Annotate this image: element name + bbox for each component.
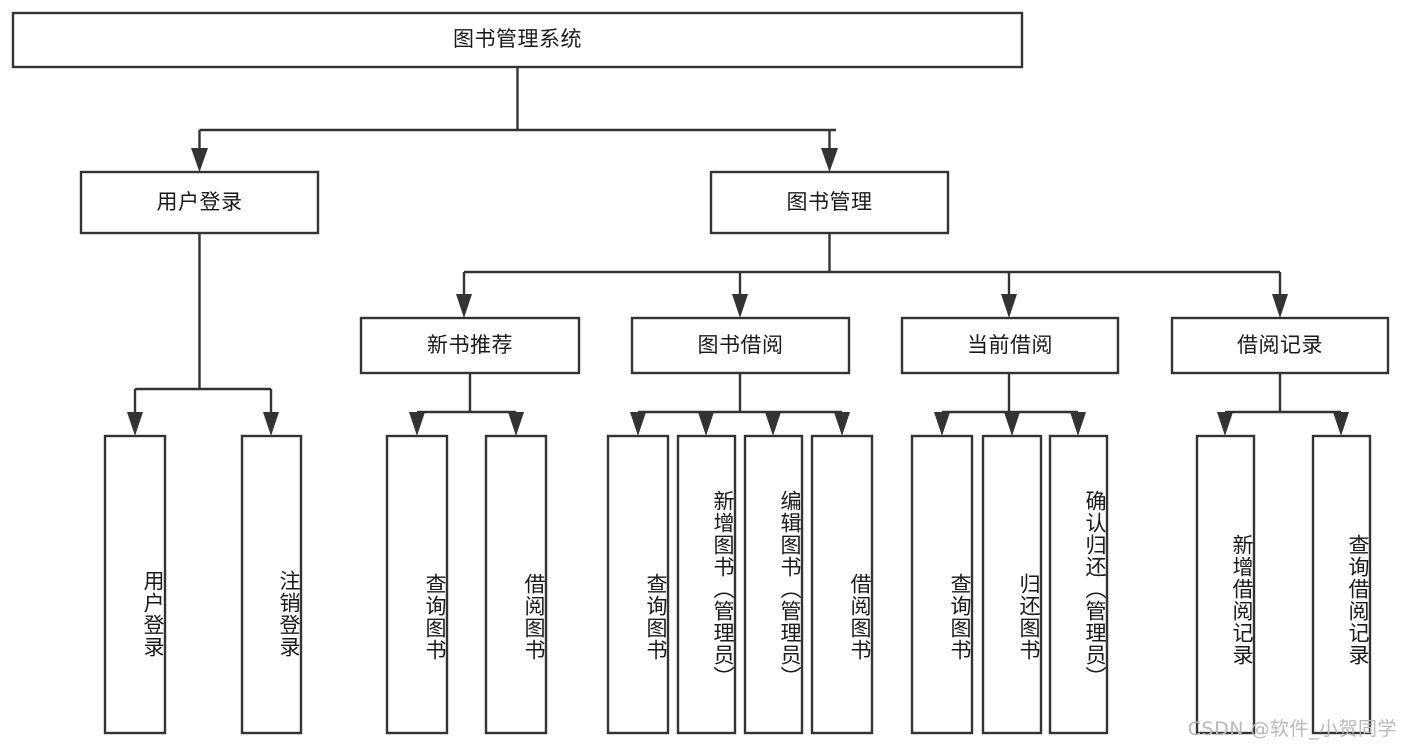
arrow-head-current-borrow <box>1001 294 1017 318</box>
node-box-q-book-1[interactable] <box>385 434 449 735</box>
connector-group-root <box>191 67 838 172</box>
arrow-head-confirm-return-admin <box>1070 412 1086 436</box>
node-box-add-book-admin[interactable] <box>676 434 737 735</box>
node-box-user-login[interactable] <box>79 170 320 235</box>
arrow-head-user-login <box>191 148 208 172</box>
node-box-q-book-3[interactable] <box>910 434 974 735</box>
connector-group-book-borrow <box>630 373 850 436</box>
node-box-edit-book-admin[interactable] <box>743 434 804 735</box>
node-box-confirm-return-admin[interactable] <box>1048 434 1109 735</box>
connector-group-current-borrow <box>934 373 1086 436</box>
node-box-book-borrow[interactable] <box>630 316 851 375</box>
arrow-head-user-logout-leaf <box>263 412 279 436</box>
arrow-head-edit-book-admin <box>765 412 781 436</box>
connector-group-user-login <box>127 233 279 436</box>
node-box-borrow-book-1[interactable] <box>484 434 548 735</box>
node-box-user-login-leaf[interactable] <box>103 434 167 735</box>
node-box-current-borrow[interactable] <box>900 316 1120 375</box>
arrow-head-book-manage <box>821 148 838 172</box>
arrow-head-borrow-record <box>1272 294 1288 318</box>
node-box-add-borrow-record[interactable] <box>1195 434 1256 735</box>
arrow-head-borrow-book-2 <box>834 412 850 436</box>
node-box-new-book-recommend[interactable] <box>359 316 581 375</box>
node-box-book-manage[interactable] <box>709 170 950 235</box>
arrow-head-q-book-2 <box>630 412 646 436</box>
arrow-head-return-book <box>1004 412 1020 436</box>
arrow-head-q-book-1 <box>409 412 425 436</box>
arrow-head-add-borrow-record <box>1217 412 1233 436</box>
node-box-borrow-record[interactable] <box>1170 316 1390 375</box>
node-box-root[interactable] <box>11 11 1024 69</box>
node-box-q-book-2[interactable] <box>606 434 670 735</box>
arrow-head-new-book-recommend <box>456 294 472 318</box>
arrow-head-query-borrow-record <box>1333 412 1349 436</box>
node-box-borrow-book-2[interactable] <box>810 434 874 735</box>
node-box-user-logout-leaf[interactable] <box>240 434 303 735</box>
arrow-head-q-book-3 <box>934 412 950 436</box>
arrow-head-book-borrow <box>732 294 748 318</box>
connector-group-borrow-record <box>1217 373 1349 436</box>
node-box-return-book[interactable] <box>981 434 1043 735</box>
connector-group-new-book-recommend <box>409 373 524 436</box>
arrow-head-borrow-book-1 <box>508 412 524 436</box>
arrow-head-add-book-admin <box>698 412 714 436</box>
connector-group-book-manage <box>456 233 1288 318</box>
arrow-head-user-login-leaf <box>127 412 143 436</box>
watermark-text: CSDN @软件_小贺同学 <box>1187 718 1397 740</box>
node-box-query-borrow-record[interactable] <box>1311 434 1372 735</box>
